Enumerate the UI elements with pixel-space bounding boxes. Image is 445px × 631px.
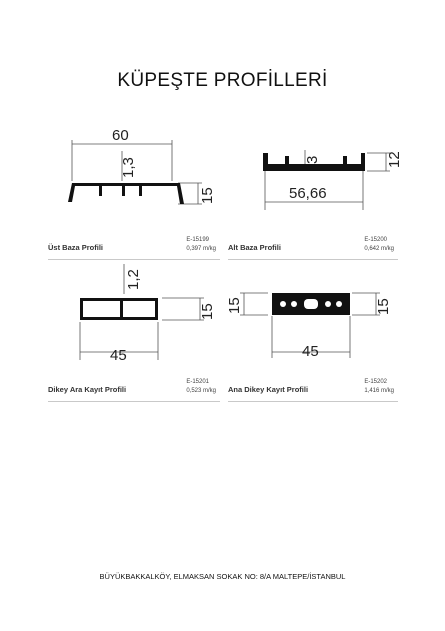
footer-address: BÜYÜKBAKKALKÖY, ELMAKSAN SOKAK NO: 8/A M… bbox=[99, 572, 346, 581]
dim-width: 56,66 bbox=[289, 185, 327, 202]
profile-name: Alt Baza Profili bbox=[228, 243, 281, 252]
profile-drawing-dikey-ara-kayit: 1,2 45 15 bbox=[72, 262, 217, 367]
profile-drawing-ana-dikey-kayit: 15 15 45 bbox=[226, 280, 392, 365]
profile-code: E-15199 bbox=[186, 237, 209, 243]
dim-wall: 1,3 bbox=[120, 157, 137, 178]
profile-caption-dikey-ara-kayit: Dikey Ara Kayıt Profili E-15201 0,523 m/… bbox=[48, 377, 220, 402]
profile-weight: 0,397 m/kg bbox=[186, 246, 216, 252]
profile-code: E-15201 bbox=[186, 379, 209, 385]
dim-wall: 3 bbox=[304, 156, 321, 164]
profile-code: E-15202 bbox=[364, 379, 387, 385]
dim-height: 15 bbox=[199, 187, 216, 204]
profile-code: E-15200 bbox=[364, 237, 387, 243]
profile-name: Dikey Ara Kayıt Profili bbox=[48, 385, 127, 394]
dim-width: 45 bbox=[110, 347, 127, 364]
profile-weight: 0,523 m/kg bbox=[186, 388, 216, 394]
dim-wall: 1,2 bbox=[125, 269, 142, 290]
page-title: KÜPEŞTE PROFİLLERİ bbox=[117, 70, 328, 91]
profile-name: Ana Dikey Kayıt Profili bbox=[228, 385, 309, 394]
profile-code-weight: E-15200 0,642 m/kg bbox=[364, 236, 394, 254]
profile-drawing-ust-baza: 60 1,3 15 bbox=[62, 126, 222, 216]
profile-weight: 1,416 m/kg bbox=[364, 388, 394, 394]
profile-code-weight: E-15201 0,523 m/kg bbox=[186, 378, 216, 396]
profile-caption-alt-baza: Alt Baza Profili E-15200 0,642 m/kg bbox=[228, 235, 398, 260]
dim-width: 45 bbox=[302, 343, 319, 360]
profile-code-weight: E-15202 1,416 m/kg bbox=[364, 378, 394, 396]
profile-caption-ana-dikey-kayit: Ana Dikey Kayıt Profili E-15202 1,416 m/… bbox=[228, 377, 398, 402]
profile-weight: 0,642 m/kg bbox=[364, 246, 394, 252]
profile-code-weight: E-15199 0,397 m/kg bbox=[186, 236, 216, 254]
dim-width: 60 bbox=[112, 127, 129, 144]
profile-name: Üst Baza Profili bbox=[48, 243, 104, 252]
dim-height: 12 bbox=[386, 151, 403, 168]
profile-drawing-alt-baza: 3 56,66 12 bbox=[255, 140, 403, 215]
dim-height-right: 15 bbox=[375, 298, 392, 315]
dim-height-left: 15 bbox=[226, 297, 243, 314]
dim-height: 15 bbox=[199, 303, 216, 320]
profile-caption-ust-baza: Üst Baza Profili E-15199 0,397 m/kg bbox=[48, 235, 220, 260]
